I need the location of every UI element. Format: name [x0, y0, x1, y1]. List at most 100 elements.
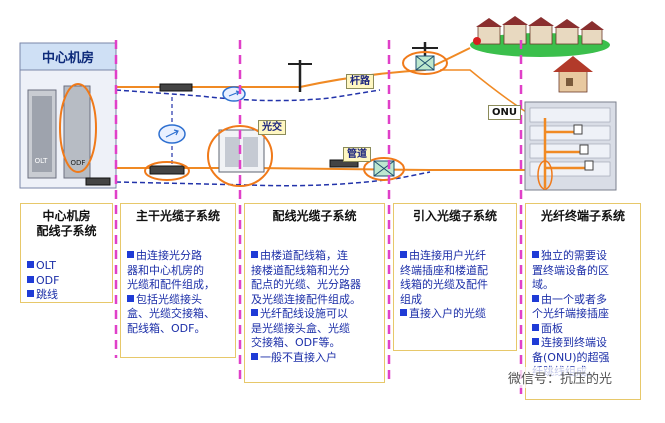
- bullet-item: ODF: [27, 274, 107, 289]
- bullet-text: 备(ONU)的超强: [532, 350, 610, 364]
- bullet-square-icon: [400, 309, 407, 316]
- subsystem-title-line: 引入光缆子系统: [412, 209, 497, 223]
- duct-splitter-highlight: [363, 157, 405, 181]
- bullet-square-icon: [532, 251, 539, 258]
- overhead-splitter-highlight: [402, 51, 448, 75]
- odf-highlight: [59, 83, 97, 173]
- bullet-item: 包括光缆接头盒、光缆交接箱、配线箱、ODF。: [127, 293, 230, 337]
- subsystem-title: 光纤终端子系统: [526, 209, 640, 224]
- bullet-line: 一般不直接入户: [251, 351, 379, 366]
- bullet-line: 终端插座和楼道配: [400, 264, 511, 279]
- bullet-line: 独立的需要设: [532, 249, 635, 264]
- bullet-item: 由连接光分路器和中心机房的光缆和配件组成，: [127, 249, 230, 293]
- lower-closure-highlight: [144, 161, 190, 181]
- bullet-text: 器和中心机房的: [127, 263, 204, 277]
- bullet-square-icon: [532, 294, 539, 302]
- bullet-item: 由连接用户光纤终端插座和楼道配线箱的光缆及配件组成: [400, 249, 511, 307]
- bullet-line: 域。: [532, 278, 635, 293]
- bullet-text: 是光缆接头盒、光缆: [251, 321, 350, 335]
- bullet-line: 包括光缆接头: [127, 293, 230, 308]
- bullet-text: 由连接用户光纤: [409, 249, 486, 262]
- bullet-line: 及光缆连接配件组成。: [251, 293, 379, 308]
- upper-router-icon: [222, 86, 246, 102]
- bullet-line: 交接箱、ODF等。: [251, 336, 379, 351]
- bullet-square-icon: [532, 323, 539, 331]
- bullet-text: 及光缆连接配件组成。: [251, 292, 361, 306]
- bullet-text: 直接入户的光缆: [409, 307, 486, 320]
- bullet-line: 线箱的光缆及配件: [400, 278, 511, 293]
- bullet-line: 组成: [400, 293, 511, 308]
- upper-splice-closure: [159, 83, 193, 92]
- cross-cabinet-label: 光交: [258, 120, 286, 135]
- bullet-text: 连接到终端设: [541, 336, 607, 349]
- cross-cabinet-highlight: [207, 125, 273, 187]
- bullet-text: 置终端设备的区: [532, 263, 609, 277]
- bullet-line: 个光纤端接插座: [532, 307, 635, 322]
- bullet-line: 面板: [532, 322, 635, 337]
- bullet-item: 面板: [532, 322, 635, 337]
- center-room-title: 中心机房: [42, 50, 94, 66]
- bullet-text: 接楼道配线箱和光分: [251, 263, 350, 277]
- cross-cabinet-icon: [218, 129, 265, 173]
- bullet-line: OLT: [27, 259, 107, 274]
- watermark: 微信号：抗压的光: [505, 367, 616, 388]
- bullet-item: 独立的需要设置终端设备的区域。: [532, 249, 635, 293]
- bullet-text: 跳线: [36, 288, 58, 301]
- bullet-line: 是光缆接头盒、光缆: [251, 322, 379, 337]
- bullet-line: 由一个或者多: [532, 293, 635, 308]
- bullet-line: 跳线: [27, 288, 107, 303]
- subsystem-title: 配线光缆子系统: [245, 209, 384, 224]
- bullet-text: 交接箱、ODF等。: [251, 336, 341, 349]
- bullet-item: 光纤配线设施可以是光缆接头盒、光缆交接箱、ODF等。: [251, 307, 379, 351]
- bullet-square-icon: [127, 294, 134, 302]
- bullet-text: 线箱的光缆及配件: [400, 278, 488, 291]
- bullet-text: 配点的光缆、光分路器: [251, 278, 361, 291]
- bullet-square-icon: [251, 309, 258, 316]
- bullet-item: 由一个或者多个光纤端接插座: [532, 293, 635, 322]
- bullet-square-icon: [400, 251, 407, 258]
- lower-splice-closure: [149, 165, 185, 175]
- bullet-line: 盒、光缆交接箱、: [127, 307, 230, 322]
- bullet-square-icon: [27, 275, 34, 283]
- left-edge-closure: [85, 177, 111, 186]
- bullet-line: 光缆和配件组成，: [127, 278, 230, 293]
- bullet-item: OLT: [27, 259, 107, 274]
- olt-label: OLT: [35, 157, 48, 165]
- subsystem-title-line: 配线子系统: [36, 224, 97, 238]
- subsystem-backbone: 主干光缆子系统由连接光分路器和中心机房的光缆和配件组成，包括光缆接头盒、光缆交接…: [120, 203, 236, 358]
- bullet-line: 光纤配线设施可以: [251, 307, 379, 322]
- subsystem-title-line: 主干光缆子系统: [135, 209, 220, 223]
- bullet-text: 由楼道配线箱，连: [260, 249, 348, 262]
- bullet-item: 由楼道配线箱，连接楼道配线箱和光分配点的光缆、光分路器及光缆连接配件组成。: [251, 249, 379, 307]
- bullet-line: ODF: [27, 274, 107, 289]
- bullet-text: 配线箱、ODF。: [127, 321, 206, 335]
- bullet-square-icon: [27, 290, 34, 297]
- lower-router-icon: [158, 124, 186, 144]
- subsystem-title-line: 光纤终端子系统: [540, 209, 625, 223]
- subsystem-drop: 引入光缆子系统由连接用户光纤终端插座和楼道配线箱的光缆及配件组成直接入户的光缆: [393, 203, 517, 351]
- subsystem-title-line: 中心机房: [42, 209, 91, 223]
- duct-label: 管道: [343, 147, 371, 162]
- overhead-splitter-icon: [415, 55, 435, 71]
- single-house-icon: [553, 56, 593, 93]
- bullet-text: 一般不直接入户: [260, 350, 337, 364]
- duct-splitter-icon: [373, 160, 395, 177]
- bullet-text: 组成: [400, 292, 422, 306]
- bullet-line: 器和中心机房的: [127, 264, 230, 279]
- bullet-line: 由连接光分路: [127, 249, 230, 264]
- subsystem-dividers: [114, 40, 523, 400]
- bullet-text: 光纤配线设施可以: [260, 307, 348, 320]
- bullet-text: OLT: [36, 259, 56, 272]
- bullet-square-icon: [532, 338, 539, 345]
- bullet-text: 由连接光分路: [136, 249, 202, 262]
- bullet-text: 域。: [532, 278, 554, 291]
- bullet-line: 接楼道配线箱和光分: [251, 264, 379, 279]
- subsystem-title-line: 配线光缆子系统: [272, 209, 357, 223]
- subsystem-title: 主干光缆子系统: [121, 209, 235, 224]
- bullet-line: 配点的光缆、光分路器: [251, 278, 379, 293]
- bullet-line: 备(ONU)的超强: [532, 351, 635, 366]
- subsystem-body: 由楼道配线箱，连接楼道配线箱和光分配点的光缆、光分路器及光缆连接配件组成。光纤配…: [251, 249, 379, 365]
